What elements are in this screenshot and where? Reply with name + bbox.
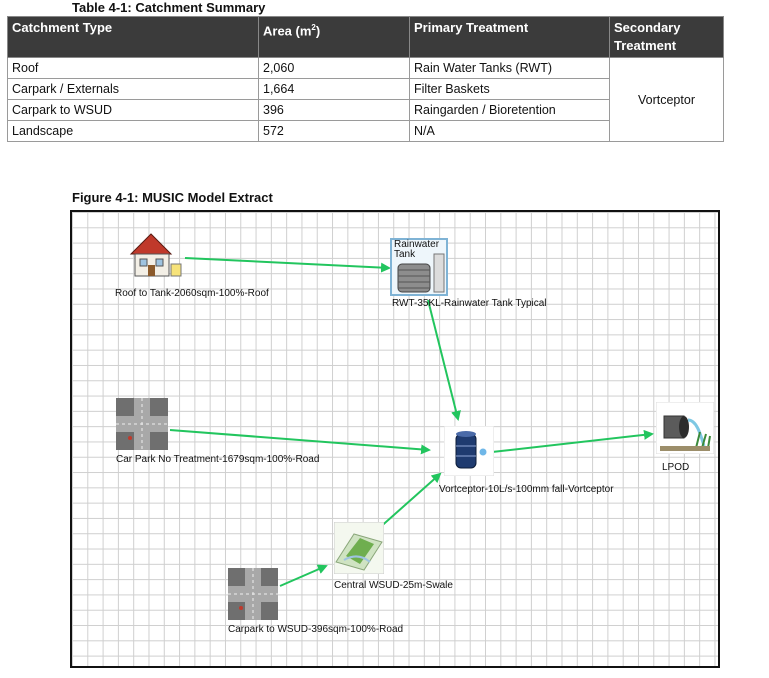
node-swale[interactable] <box>333 521 385 575</box>
link-rwt-to-vortceptor[interactable] <box>427 299 461 421</box>
node-carpark-wsud[interactable] <box>228 568 278 620</box>
cell-primary: Filter Baskets <box>409 78 610 100</box>
cell-area: 2,060 <box>258 57 410 79</box>
link-layer <box>169 257 654 587</box>
cell-area: 1,664 <box>258 78 410 100</box>
cell-primary: Rain Water Tanks (RWT) <box>409 57 610 79</box>
cell-type: Carpark to WSUD <box>7 99 259 121</box>
link-carpark-wsud-to-swale[interactable] <box>279 564 328 587</box>
node-vortceptor-label: Vortceptor-10L/s-100mm fall-Vortceptor <box>439 484 614 495</box>
cell-secondary: Vortceptor <box>609 57 724 142</box>
table-row: Roof 2,060 Rain Water Tanks (RWT) Vortce… <box>7 57 724 142</box>
header-secondary: Secondary Treatment <box>609 16 724 58</box>
link-vortceptor-to-lpod[interactable] <box>491 429 654 453</box>
vortceptor-icon <box>443 425 495 477</box>
table-row: Landscape 572 N/A <box>7 120 724 142</box>
cell-primary: Raingarden / Bioretention <box>409 99 610 121</box>
table-row: Carpark / Externals 1,664 Filter Baskets <box>7 78 724 100</box>
link-carpark-to-vortceptor[interactable] <box>169 429 431 455</box>
music-model-canvas[interactable]: Roof to Tank-2060sqm-100%-Roof Rainwater… <box>70 210 720 668</box>
header-catchment-type: Catchment Type <box>7 16 259 58</box>
rainwater-tank-icon <box>390 238 448 296</box>
cell-area: 572 <box>258 120 410 142</box>
house-icon <box>129 233 182 277</box>
node-carpark[interactable] <box>116 398 168 450</box>
node-roof-label: Roof to Tank-2060sqm-100%-Roof <box>115 288 269 299</box>
cell-type: Carpark / Externals <box>7 78 259 100</box>
table-title: Table 4-1: Catchment Summary <box>72 0 266 15</box>
header-area-close: ) <box>315 23 321 39</box>
node-carpark-wsud-label: Carpark to WSUD-396sqm-100%-Road <box>228 624 404 635</box>
node-lpod[interactable] <box>655 401 715 455</box>
node-vortceptor[interactable] <box>443 425 495 477</box>
cell-type: Roof <box>7 57 259 79</box>
swale-icon <box>333 521 385 575</box>
node-lpod-label: LPOD <box>662 462 690 473</box>
node-carpark-label: Car Park No Treatment-1679sqm-100%-Road <box>116 454 320 465</box>
node-swale-label: Central WSUD-25m-Swale <box>334 580 453 591</box>
link-swale-to-vortceptor[interactable] <box>376 472 442 531</box>
node-rwt[interactable]: Rainwater Tank <box>390 238 448 296</box>
node-roof[interactable] <box>127 230 185 280</box>
table-header-row: Catchment Type Area (m2) Primary Treatme… <box>7 16 724 58</box>
catchment-summary-table: Catchment Type Area (m2) Primary Treatme… <box>7 16 724 142</box>
outlet-pipe-icon <box>655 401 715 455</box>
link-roof-to-rwt[interactable] <box>184 257 391 273</box>
header-area-text: Area (m <box>263 23 312 39</box>
cell-area: 396 <box>258 99 410 121</box>
header-area: Area (m2) <box>258 16 410 58</box>
header-area-sup: 2 <box>311 23 316 32</box>
figure-title: Figure 4-1: MUSIC Model Extract <box>72 190 273 205</box>
cell-type: Landscape <box>7 120 259 142</box>
node-rwt-label: RWT-35KL-Rainwater Tank Typical <box>392 298 547 309</box>
rwt-icon-text: Rainwater Tank <box>394 239 440 260</box>
road-intersection-icon <box>228 568 278 620</box>
cell-primary: N/A <box>409 120 610 142</box>
header-primary: Primary Treatment <box>409 16 610 58</box>
road-intersection-icon <box>116 398 168 450</box>
